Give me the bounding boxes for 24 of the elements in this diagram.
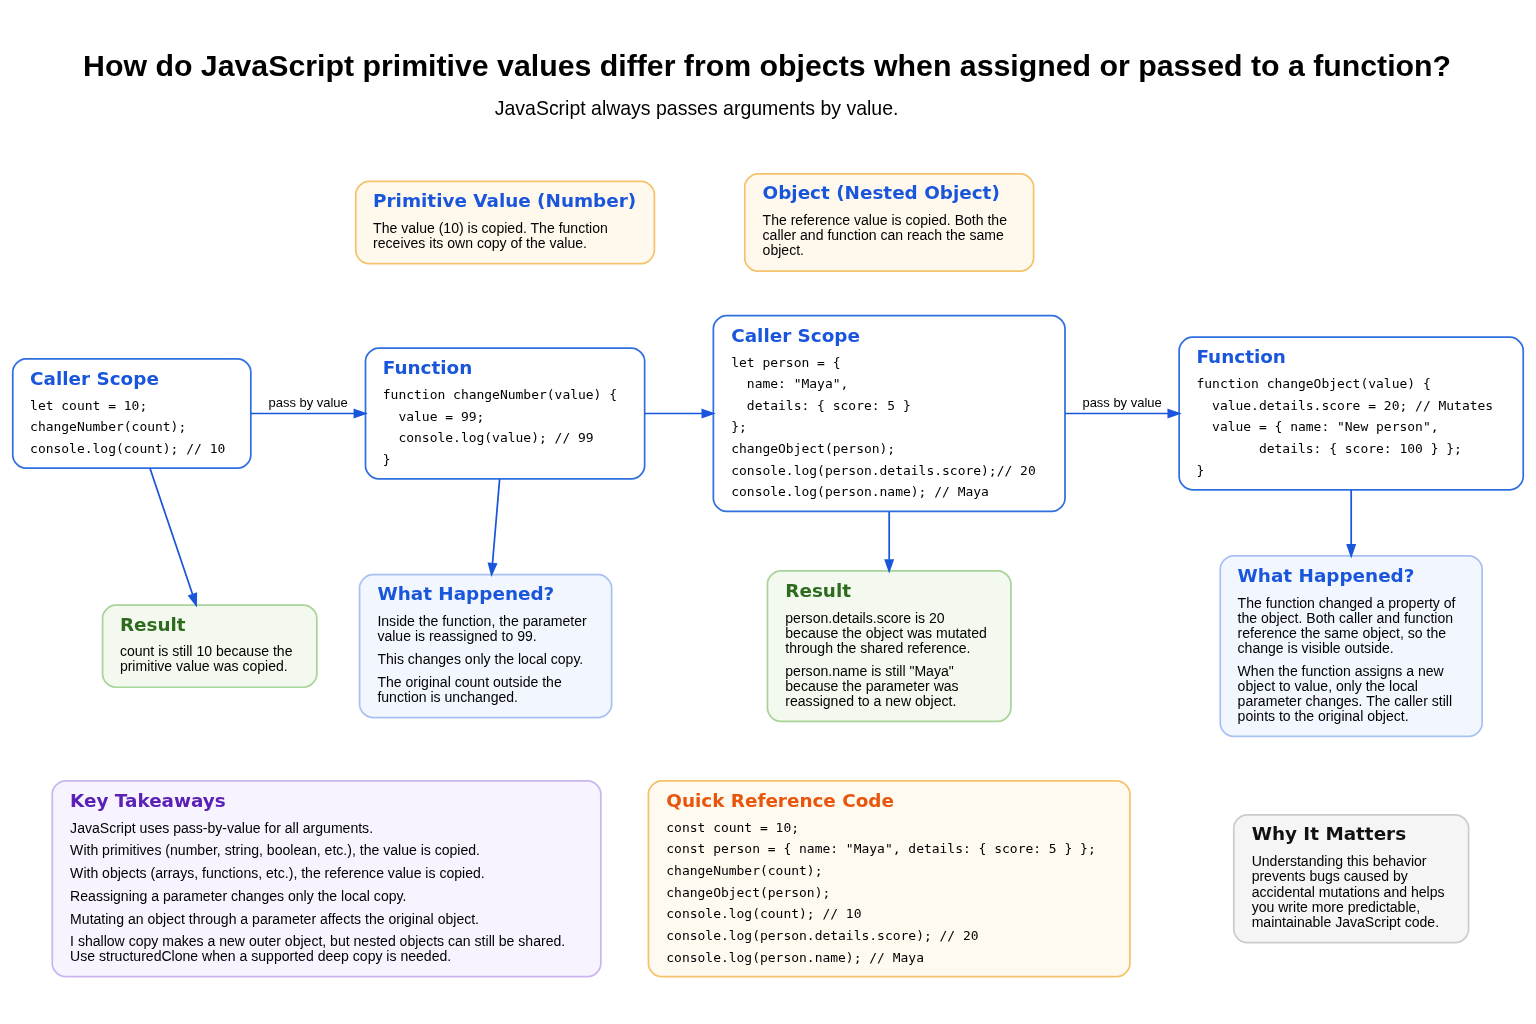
node-box: Function function changeNumber(value) { value = 99; console.log(value); // 99 } [364, 346, 646, 480]
node-box: Function function changeObject(value) { value.details.score = 20; // Mutates value = { name: "New person", details: { score: 100 } }; } [1178, 335, 1525, 491]
edge-label: pass by value [1082, 394, 1162, 410]
arrow [487, 477, 501, 577]
arrow [1346, 488, 1357, 558]
node-box: Result person.details.score is 20 because the object was mutated through the shared reference. person.name is still "Maya" because the parameter was reassigned to a new object. [766, 569, 1012, 722]
node-box: Result count is still 10 because the primitive value was copied. [101, 603, 318, 688]
node-box: Object (Nested Object) The reference value is copied. Both the caller and function can reach the same object. [743, 172, 1035, 272]
node-box: Why It Matters Understanding this behavior prevents bugs caused by accidental mutations and helps you write more predictable, maintainable JavaScript code. [1232, 813, 1470, 943]
diagram-title: How do JavaScript primitive values differ from objects when assigned or passed to a function? [83, 48, 1452, 82]
node-box: Caller Scope let count = 10; changeNumber(count); console.log(count); // 10 [11, 357, 252, 469]
arrow [250, 408, 368, 418]
label: JavaScript always passes arguments by value. [494, 96, 899, 119]
arrow [149, 466, 198, 607]
node-box: What Happened? The function changed a property of the object. Both caller and function reference the same object, so the change is visible outside. When the function assigns a new object to value, only the local parameter changes. The caller still points to the original object. [1219, 554, 1483, 737]
arrow [644, 408, 716, 418]
arrow [1064, 408, 1182, 418]
node-box: Primitive Value (Number) The value (10) is copied. The function receives its own copy of the value. [354, 180, 656, 264]
node-box: Caller Scope let person = { name: "Maya", details: { score: 5 } }; changeObject(person); console.log(person.details.score);// 20 console.log(person.name); // Maya [712, 314, 1066, 512]
node-box: What Happened? Inside the function, the parameter value is reassigned to 99. This changes only the local copy. The original count outside the function is unchanged. [358, 573, 613, 718]
edge-label: pass by value [268, 394, 348, 410]
arrow [884, 510, 895, 573]
node-box: Quick Reference Code const count = 10; const person = { name: "Maya", details: { score: 5 } }; changeNumber(count); changeObject(person); console.log(count); // 10 console.log(person.details.score); // 20 console.log(person.name); // Maya [647, 779, 1131, 978]
node-box: Key Takeaways JavaScript uses pass-by-value for all arguments. With primitives (number, string, boolean, etc.), the value is copied. With objects (arrays, functions, etc.), the reference value is copied. Reassigning a parameter changes only the local copy. Mutating an object through a parameter affects the original object. I shallow copy makes a new outer object, but nested objects can still be shared. Use structuredClone when a supported deep copy is needed. [51, 779, 602, 978]
